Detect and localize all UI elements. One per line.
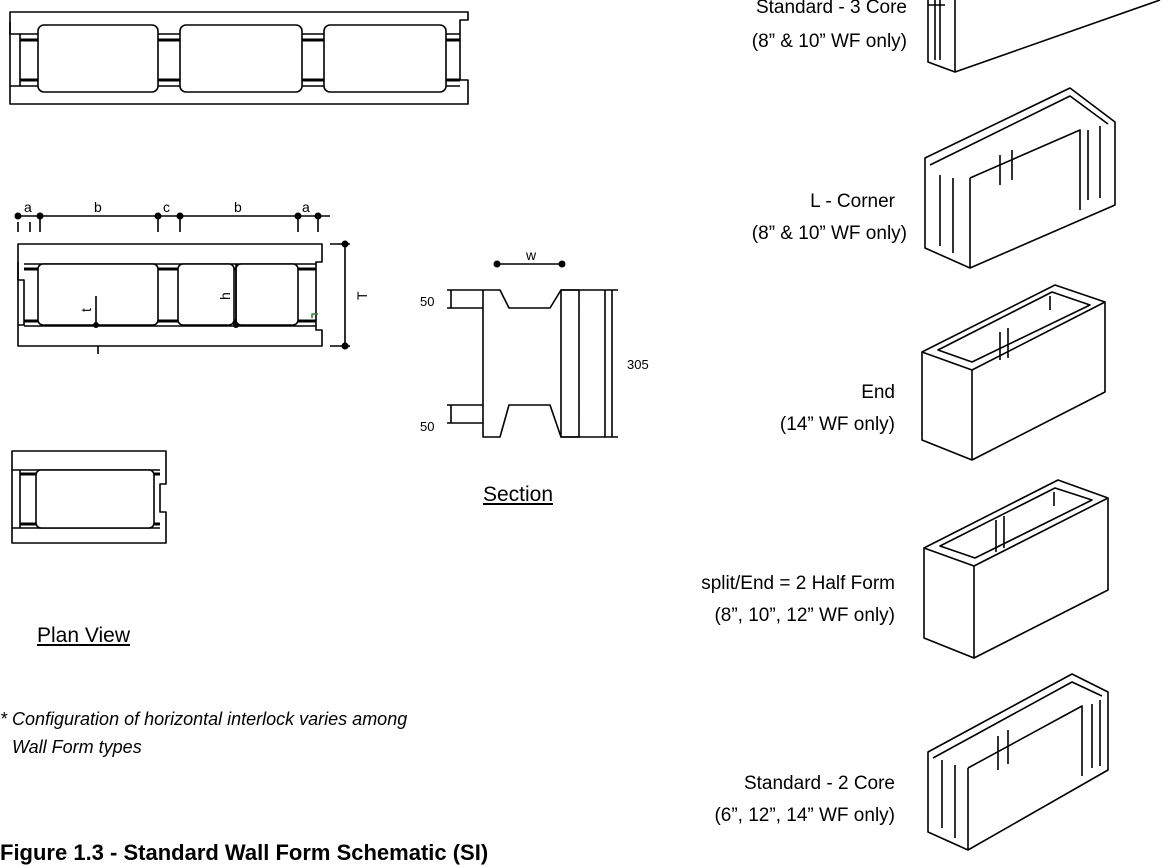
footnote: * Configuration of horizontal interlock … xyxy=(0,705,407,761)
dim-a-left: a xyxy=(24,199,32,215)
form-name: Standard - 3 Core xyxy=(755,0,907,18)
form-name: Standard - 2 Core xyxy=(743,773,895,794)
plan-view-title: Plan View xyxy=(37,624,131,647)
form-note: (8” & 10” WF only) xyxy=(751,31,907,52)
figure-title: Figure 1.3 - Standard Wall Form Schemati… xyxy=(0,840,489,865)
iso-standard-2-core xyxy=(927,673,1109,851)
form-note: (14” WF only) xyxy=(779,414,895,435)
dim-b-right: b xyxy=(234,199,242,215)
form-label-standard-3-core: Standard - 3 Core (8” & 10” WF only) xyxy=(752,0,907,56)
iso-standard-3-core xyxy=(927,0,1161,73)
footnote-line-1: * Configuration of horizontal interlock … xyxy=(0,709,408,729)
dim-a-right: a xyxy=(302,199,310,215)
form-name: split/End = 2 Half Form xyxy=(701,573,895,594)
form-name: L - Corner xyxy=(810,191,895,212)
iso-end xyxy=(921,284,1106,461)
form-note: (8”, 10”, 12” WF only) xyxy=(714,605,895,626)
dim-w: w xyxy=(525,247,537,263)
form-note: (6”, 12”, 14” WF only) xyxy=(714,805,895,826)
iso-split-end xyxy=(923,479,1109,659)
dim-b-left: b xyxy=(94,199,102,215)
plan-half-form xyxy=(11,450,167,544)
form-note: (8” & 10” WF only) xyxy=(751,223,907,244)
dim-T: T xyxy=(354,291,370,300)
dim-bottom-flange: 50 xyxy=(420,419,434,434)
form-label-split-end: split/End = 2 Half Form (8”, 10”, 12” WF… xyxy=(701,570,895,630)
form-label-standard-2-core: Standard - 2 Core (6”, 12”, 14” WF only) xyxy=(714,770,895,830)
dim-c: c xyxy=(163,199,170,215)
dim-h: h xyxy=(217,292,233,300)
plan-3-core xyxy=(9,11,469,105)
section-drawing xyxy=(447,263,618,438)
form-name: End xyxy=(861,382,895,403)
dim-height: 305 xyxy=(627,357,649,372)
footnote-line-2: Wall Form types xyxy=(12,737,142,757)
plan-2-core-dimensioned xyxy=(17,215,350,354)
dim-top-flange: 50 xyxy=(420,294,434,309)
iso-l-corner xyxy=(924,87,1116,269)
form-label-end: End (14” WF only) xyxy=(780,379,895,439)
dim-t: t xyxy=(78,308,94,312)
section-title: Section xyxy=(483,483,554,506)
form-label-l-corner: L - Corner (8” & 10” WF only) xyxy=(752,188,907,248)
